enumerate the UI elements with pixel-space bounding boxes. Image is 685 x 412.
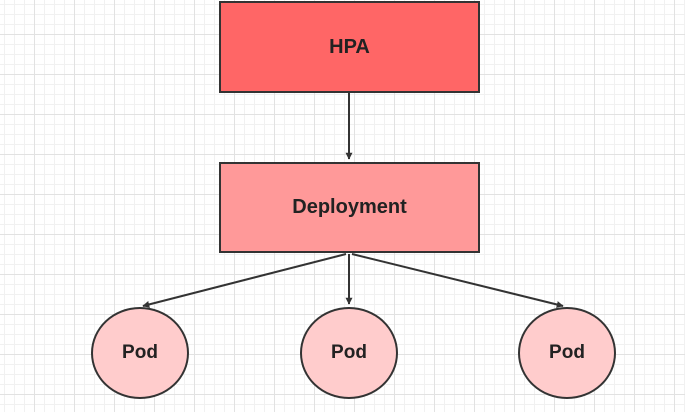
pod-node-1[interactable]: Pod xyxy=(91,307,189,399)
deployment-node[interactable]: Deployment xyxy=(219,162,480,253)
pod-node-3[interactable]: Pod xyxy=(518,307,616,399)
pod-node-label: Pod xyxy=(331,342,367,363)
deployment-node-label: Deployment xyxy=(292,196,407,218)
edge-deployment-to-pod-1 xyxy=(142,253,347,308)
hpa-node[interactable]: HPA xyxy=(219,1,480,93)
pod-node-label: Pod xyxy=(549,342,585,363)
edge-deployment-to-pod-3 xyxy=(351,253,564,308)
pod-node-label: Pod xyxy=(122,342,158,363)
pod-node-2[interactable]: Pod xyxy=(300,307,398,399)
hpa-node-label: HPA xyxy=(329,35,370,58)
